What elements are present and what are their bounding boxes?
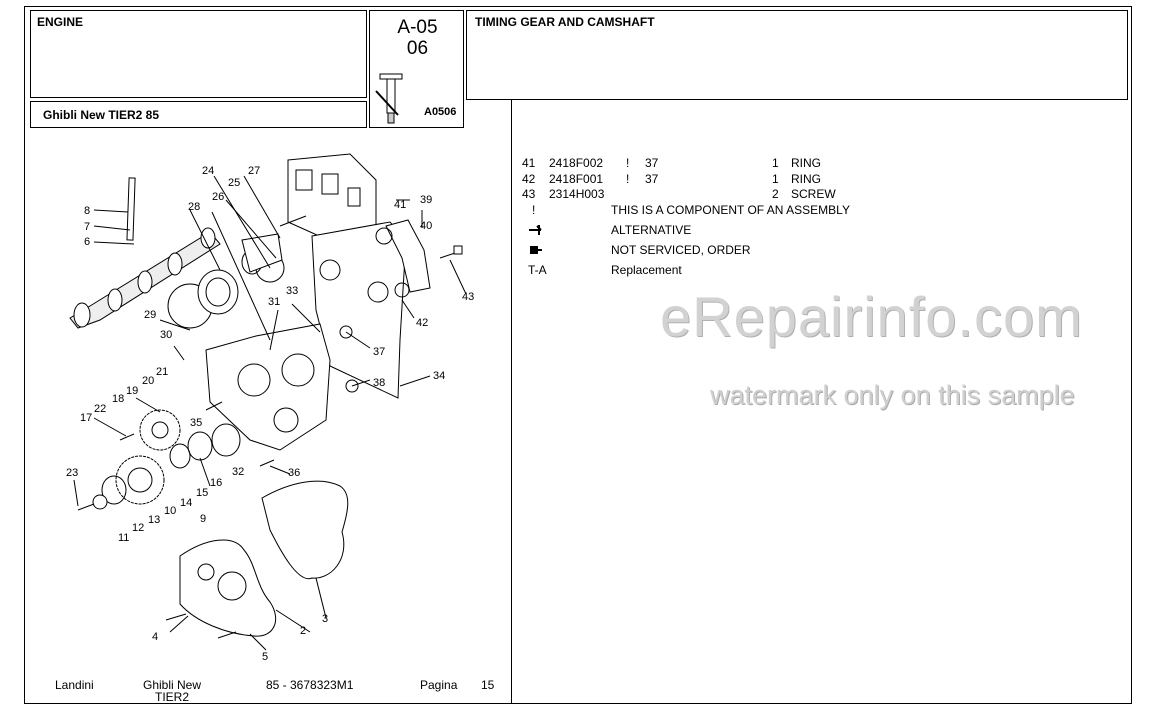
svg-text:18: 18 bbox=[112, 393, 124, 405]
image-code: A0506 bbox=[424, 106, 457, 118]
svg-text:15: 15 bbox=[196, 487, 208, 499]
svg-text:33: 33 bbox=[286, 285, 298, 297]
group-title-box: ENGINE bbox=[30, 10, 367, 98]
svg-text:31: 31 bbox=[268, 296, 280, 308]
alternative-icon bbox=[528, 223, 558, 240]
part-number: 2418F002 bbox=[549, 156, 604, 170]
group-title: ENGINE bbox=[37, 15, 84, 29]
svg-text:5: 5 bbox=[262, 651, 268, 663]
svg-text:22: 22 bbox=[94, 403, 106, 415]
part-number: 2314H003 bbox=[549, 187, 605, 201]
svg-text:19: 19 bbox=[126, 385, 138, 397]
model-box: Ghibli New TIER2 85 bbox=[30, 101, 367, 128]
svg-text:39: 39 bbox=[420, 194, 432, 206]
svg-text:43: 43 bbox=[462, 291, 474, 303]
part-qty: 1 bbox=[772, 156, 779, 170]
svg-text:3: 3 bbox=[322, 613, 328, 625]
svg-text:36: 36 bbox=[288, 467, 300, 479]
part-description: SCREW bbox=[791, 187, 836, 201]
part-note: 37 bbox=[645, 156, 659, 170]
legend-text: THIS IS A COMPONENT OF AN ASSEMBLY bbox=[611, 203, 850, 217]
svg-text:32: 32 bbox=[232, 466, 244, 478]
svg-text:8: 8 bbox=[84, 205, 90, 217]
legend-text: NOT SERVICED, ORDER bbox=[611, 243, 751, 257]
section-code-line1: A-05 bbox=[397, 17, 438, 38]
svg-text:9: 9 bbox=[200, 513, 206, 525]
not-serviced-icon bbox=[528, 243, 558, 260]
footer-model-line1: Ghibli New bbox=[143, 678, 202, 692]
footer-page-label: Pagina bbox=[420, 678, 458, 692]
svg-text:14: 14 bbox=[180, 497, 192, 509]
replacement-symbol: T-A bbox=[528, 263, 547, 277]
svg-text:21: 21 bbox=[156, 366, 168, 378]
footer-code: 85 - 3678323M1 bbox=[266, 678, 354, 692]
footer-model-line2: TIER2 bbox=[155, 690, 190, 704]
section-code-box: A-05 06 A0506 bbox=[369, 10, 464, 128]
svg-text:27: 27 bbox=[248, 165, 260, 177]
footer-brand: Landini bbox=[55, 678, 94, 692]
svg-text:17: 17 bbox=[80, 412, 92, 424]
part-ref: 42 bbox=[522, 171, 536, 186]
section-title-box: TIMING GEAR AND CAMSHAFT bbox=[466, 10, 1128, 100]
legend-text: Replacement bbox=[611, 263, 682, 277]
svg-text:41: 41 bbox=[394, 199, 406, 211]
svg-text:10: 10 bbox=[164, 505, 176, 517]
svg-text:2: 2 bbox=[300, 625, 306, 637]
part-ref: 43 bbox=[522, 187, 536, 201]
column-divider bbox=[511, 100, 512, 704]
assembly-symbol: ! bbox=[532, 203, 536, 217]
svg-text:23: 23 bbox=[66, 467, 78, 479]
section-code-line2: 06 bbox=[406, 38, 429, 59]
svg-text:37: 37 bbox=[373, 346, 385, 358]
svg-text:13: 13 bbox=[148, 514, 160, 526]
engine-thumbnail-icon bbox=[375, 73, 403, 124]
svg-text:7: 7 bbox=[84, 221, 90, 233]
section-title: TIMING GEAR AND CAMSHAFT bbox=[475, 15, 655, 29]
exploded-parts-diagram: 24 27 25 26 28 8 7 6 41 39 40 43 42 33 3… bbox=[66, 153, 474, 663]
part-qty: 1 bbox=[772, 171, 779, 186]
svg-text:26: 26 bbox=[212, 191, 224, 203]
svg-text:4: 4 bbox=[152, 631, 158, 643]
part-description: RING bbox=[791, 171, 821, 186]
part-flag: ! bbox=[626, 156, 630, 170]
svg-text:25: 25 bbox=[228, 177, 240, 189]
model-name: Ghibli New TIER2 85 bbox=[43, 108, 160, 122]
part-qty: 2 bbox=[772, 187, 779, 201]
legend-text: ALTERNATIVE bbox=[611, 223, 692, 237]
part-flag: ! bbox=[626, 171, 630, 186]
svg-text:11: 11 bbox=[118, 532, 129, 544]
svg-text:28: 28 bbox=[188, 201, 200, 213]
part-number: 2418F001 bbox=[549, 171, 604, 186]
part-description: RING bbox=[791, 156, 821, 170]
svg-text:24: 24 bbox=[202, 165, 214, 177]
watermark-main: eRepairinfo.com bbox=[660, 285, 1083, 348]
svg-text:16: 16 bbox=[210, 477, 222, 489]
svg-text:30: 30 bbox=[160, 329, 172, 341]
page-frame bbox=[24, 6, 1132, 704]
svg-text:12: 12 bbox=[132, 522, 144, 534]
svg-text:38: 38 bbox=[373, 377, 385, 389]
svg-text:6: 6 bbox=[84, 236, 90, 248]
svg-text:35: 35 bbox=[190, 417, 202, 429]
watermark-sub: watermark only on this sample bbox=[710, 380, 1075, 410]
part-note: 37 bbox=[645, 171, 659, 186]
svg-text:40: 40 bbox=[420, 220, 432, 232]
svg-text:29: 29 bbox=[144, 309, 156, 321]
svg-text:20: 20 bbox=[142, 375, 154, 387]
svg-text:34: 34 bbox=[433, 370, 445, 382]
part-ref: 41 bbox=[522, 156, 536, 170]
svg-text:42: 42 bbox=[416, 317, 428, 329]
footer-page-number: 15 bbox=[481, 678, 495, 692]
